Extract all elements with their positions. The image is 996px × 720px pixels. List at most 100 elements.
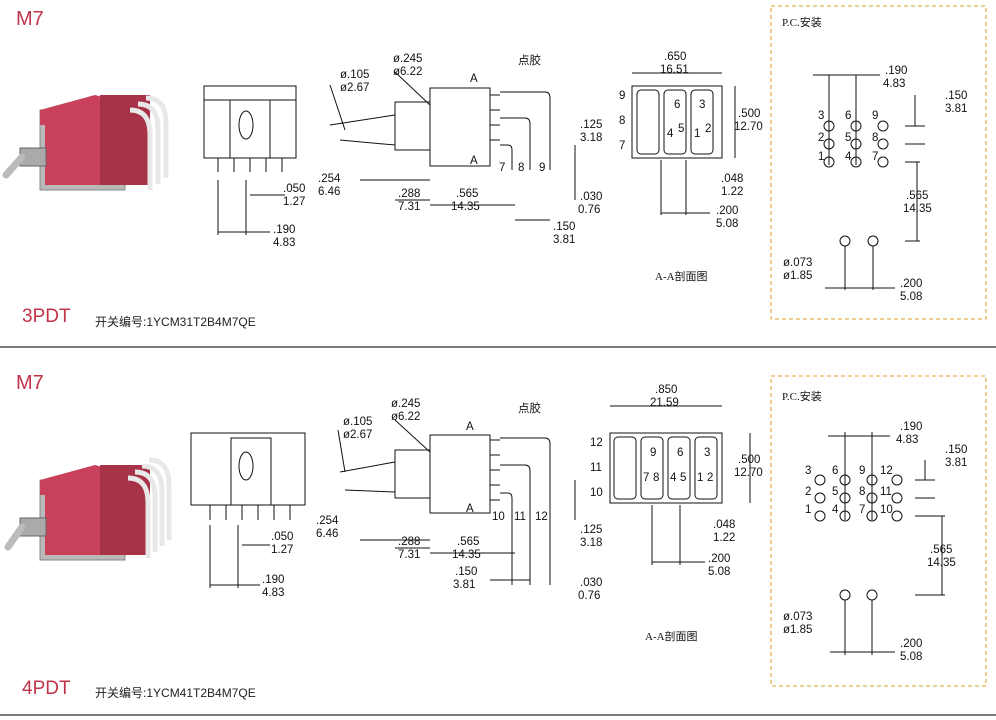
side-dim-16: 0.76 (578, 590, 600, 602)
side-dim-9: .565 (456, 188, 478, 200)
side-dim-1: ø.105 (343, 416, 372, 428)
pcb-dim-5: .565 (930, 544, 952, 556)
sec-row-1: 12 (590, 437, 603, 449)
sec-pin-9: 2 (707, 472, 713, 484)
series-label: M7 (16, 372, 44, 394)
side-view (329, 71, 576, 221)
cut-label-bottom: A (470, 155, 478, 167)
pole-type: 4PDT (22, 678, 71, 699)
sec-dim-6: 1.22 (713, 532, 735, 544)
pcb-dim-4: 3.81 (945, 457, 967, 469)
side-dim-3: ø.245 (391, 398, 420, 410)
side-dim-8: 7.31 (398, 549, 420, 561)
sec-dim-8: 5.08 (708, 566, 730, 578)
side-dim-7: .288 (398, 188, 420, 200)
front-view (190, 432, 306, 588)
pcb-hole-10: 4 (832, 504, 839, 516)
side-dim-9: .565 (457, 536, 479, 548)
section-view (609, 405, 751, 565)
side-pin-3: 12 (535, 511, 548, 523)
pcb-dim-4: 3.81 (945, 103, 967, 115)
sec-pin-7: 5 (680, 472, 686, 484)
front-dim-2: 1.27 (283, 196, 305, 208)
sec-row-1: 9 (619, 90, 625, 102)
part-number-row: 开关编号:1YCM31T2B4M7QE (95, 313, 256, 330)
sec-dim-2: 21.59 (650, 397, 679, 409)
side-dim-11: .125 (580, 119, 602, 131)
pcb-dim-9: .200 (900, 638, 922, 650)
pcb-hole-4: 2 (818, 132, 824, 144)
sec-dim-1: .850 (655, 384, 677, 396)
sec-pin-2: 3 (699, 99, 705, 111)
front-view (203, 85, 297, 235)
section-caption: A-A剖面图 (655, 269, 708, 283)
glue-label: 点胶 (518, 53, 541, 67)
sec-pin-5: 8 (653, 472, 659, 484)
side-dim-8: 7.31 (398, 201, 420, 213)
sec-pin-5: 1 (694, 128, 700, 140)
pcb-holes (814, 432, 945, 655)
pcb-hole-3: 9 (859, 465, 865, 477)
sec-pin-3: 4 (667, 128, 674, 140)
pcb-dim-10: 5.08 (900, 291, 922, 303)
pcb-hole-6: 8 (872, 132, 878, 144)
front-dim-1: .050 (271, 531, 293, 543)
sec-pin-6: 2 (705, 123, 711, 135)
series-label: M7 (16, 8, 44, 30)
pcb-dim-3: .150 (945, 444, 967, 456)
side-dim-3: ø.245 (393, 53, 422, 65)
pcb-hole-7: 8 (859, 486, 865, 498)
pcb-hole-9: 7 (872, 151, 878, 163)
side-dim-5: .254 (316, 515, 339, 527)
pcb-hole-2: 6 (832, 465, 838, 477)
sec-dim-5: .048 (721, 173, 743, 185)
side-pin-2: 11 (514, 511, 526, 523)
side-dim-14: 0.76 (578, 204, 600, 216)
sec-dim-3: .500 (738, 454, 760, 466)
cut-label-top: A (466, 421, 474, 433)
divider-2 (0, 714, 996, 716)
sec-dim-8: 5.08 (716, 218, 738, 230)
front-dim-4: 4.83 (262, 587, 284, 599)
side-dim-1: ø.105 (340, 69, 369, 81)
pcb-dim-6: 14.35 (927, 557, 956, 569)
side-dim-2: ø2.67 (340, 82, 369, 94)
pcb-hole-9: 1 (805, 504, 811, 516)
front-dim-3: .190 (273, 224, 295, 236)
section-view (631, 72, 736, 215)
sec-pin-4: 7 (643, 472, 649, 484)
pcb-hole-4: 12 (880, 465, 893, 477)
part-number-row: 开关编号:1YCM41T2B4M7QE (95, 684, 256, 701)
pcb-dim-5: .565 (906, 190, 928, 202)
side-dim-4: ø6.22 (391, 411, 420, 423)
sec-pin-1: 6 (674, 99, 680, 111)
switch-photo (2, 95, 169, 191)
side-dim-5: .254 (318, 173, 341, 185)
side-dim-15: .150 (553, 221, 575, 233)
side-dim-13: .030 (580, 191, 602, 203)
sec-pin-8: 1 (697, 472, 703, 484)
pcb-hole-11: 7 (859, 504, 865, 516)
pcb-dim-1: .190 (885, 65, 907, 77)
pcb-dim-10: 5.08 (900, 651, 922, 663)
side-dim-2: ø2.67 (343, 429, 372, 441)
side-dim-4: ø6.22 (393, 66, 422, 78)
pcb-hole-7: 1 (818, 151, 824, 163)
side-view (337, 419, 576, 585)
switch-photo (4, 457, 172, 561)
pcb-dim-1: .190 (900, 421, 922, 433)
sec-dim-4: 12.70 (734, 467, 763, 479)
panel-4pdt: .050 1.27 .190 4.83 ø.105 ø2.67 ø.245 ø6… (0, 360, 996, 720)
pcb-hole-5: 5 (845, 132, 851, 144)
glue-label: 点胶 (518, 401, 541, 415)
pcb-dim-2: 4.83 (883, 78, 905, 90)
drawing-4pdt: .050 1.27 .190 4.83 ø.105 ø2.67 ø.245 ø6… (4, 375, 987, 687)
side-dim-6: 6.46 (318, 186, 340, 198)
pcb-dim-7: ø.073 (783, 257, 812, 269)
pcb-hole-8: 4 (845, 151, 852, 163)
side-dim-10: 14.35 (452, 549, 481, 561)
side-dim-6: 6.46 (316, 528, 338, 540)
pcb-hole-1: 3 (805, 465, 811, 477)
side-pin-2: 8 (518, 162, 524, 174)
sec-dim-5: .048 (713, 519, 735, 531)
